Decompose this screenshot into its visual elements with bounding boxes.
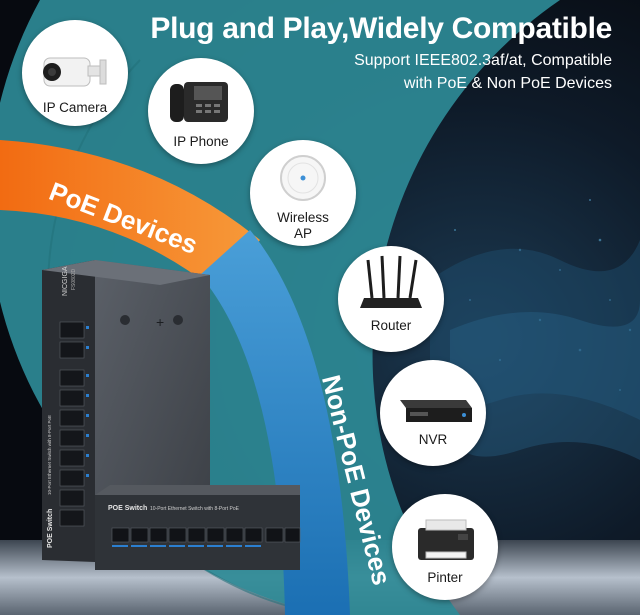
- headline-title: Plug and Play,Widely Compatible: [150, 12, 612, 45]
- headline: Plug and Play,Widely Compatible Support …: [150, 10, 612, 94]
- device-label: IP Camera: [42, 100, 108, 115]
- device-label: NVR: [418, 432, 448, 447]
- device-printer: Pinter: [392, 494, 498, 600]
- switch-brand: NICGIGA: [62, 266, 69, 296]
- device-label: Pinter: [427, 570, 463, 585]
- switch-flat-desc: 10-Port Ethernet Switch with 8-Port PoE: [150, 506, 239, 512]
- device-ip-camera: IP Camera: [22, 20, 128, 126]
- ip-phone-icon: [170, 82, 228, 122]
- switch-side-label: POE Switch: [47, 508, 54, 548]
- device-label: IP Phone: [173, 134, 229, 149]
- switch-flat: [95, 485, 301, 570]
- device-wireless-ap: Wireless AP: [250, 140, 356, 246]
- device-label-line1: Wireless: [277, 210, 329, 225]
- headline-subtitle-2: with PoE & Non PoE Devices: [403, 75, 612, 92]
- svg-text:+: +: [156, 314, 164, 330]
- device-label-line2: AP: [293, 226, 312, 241]
- device-nvr: NVR: [380, 360, 486, 466]
- device-ip-phone: IP Phone: [148, 58, 254, 164]
- printer-icon: [418, 519, 474, 560]
- switch-model: FS0802D: [71, 268, 77, 290]
- switch-side-desc: 10-Port Ethernet Switch with 8-Port PoE: [47, 414, 52, 495]
- ip-camera-icon: [43, 57, 107, 87]
- wireless-ap-icon: [280, 155, 326, 201]
- router-icon: [360, 255, 422, 308]
- headline-subtitle-1: Support IEEE802.3af/at, Compatible: [354, 52, 612, 69]
- device-label: Router: [370, 318, 412, 333]
- switch-flat-label: POE Switch: [108, 505, 148, 512]
- nvr-icon: [400, 400, 472, 422]
- device-router: Router: [338, 246, 444, 352]
